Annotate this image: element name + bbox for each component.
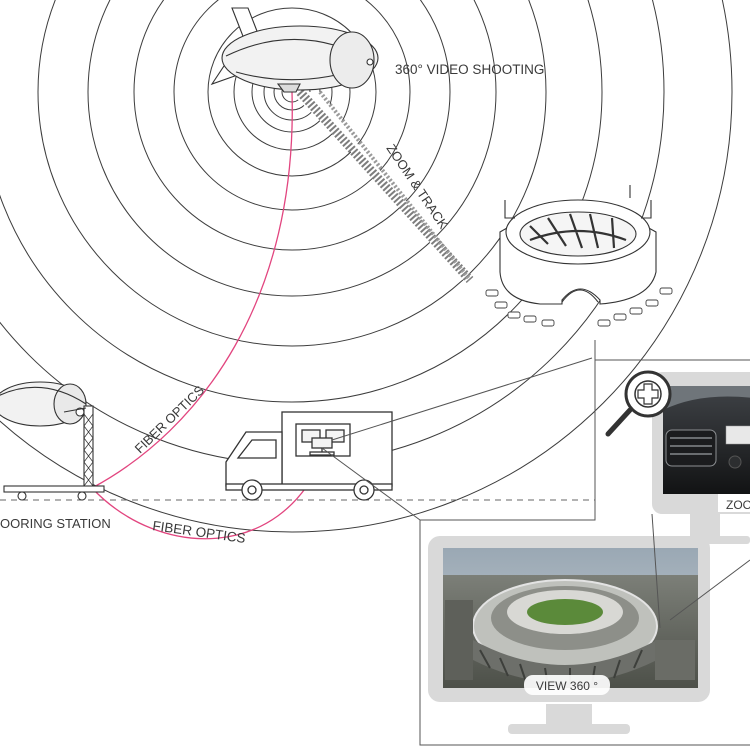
view-360-label: VIEW 360 °: [536, 679, 598, 693]
truck-icon: [225, 411, 393, 501]
view-360-badge: [524, 675, 610, 695]
zoom-link-line: [651, 513, 661, 629]
zoom-label: ZOO: [726, 498, 750, 512]
moored-balloon-icon: [0, 381, 105, 501]
fiber-optics-upper-label: FIBER OPTICS: [132, 382, 208, 456]
airship-icon: [210, 7, 379, 93]
zoom-magnifier-icon: [605, 370, 672, 437]
monitor-icon: [428, 536, 710, 734]
car-icon: [485, 287, 673, 327]
zoom-track-beam: [290, 88, 474, 284]
stadium-icon: [499, 185, 657, 305]
fiber-optics-cables: [91, 91, 323, 540]
zoom-link-line-2: [669, 559, 750, 621]
callout-lines: [321, 340, 750, 746]
mooring-station-label: OORING STATION: [0, 516, 111, 531]
video-shooting-label: 360° VIDEO SHOOTING: [395, 62, 544, 77]
